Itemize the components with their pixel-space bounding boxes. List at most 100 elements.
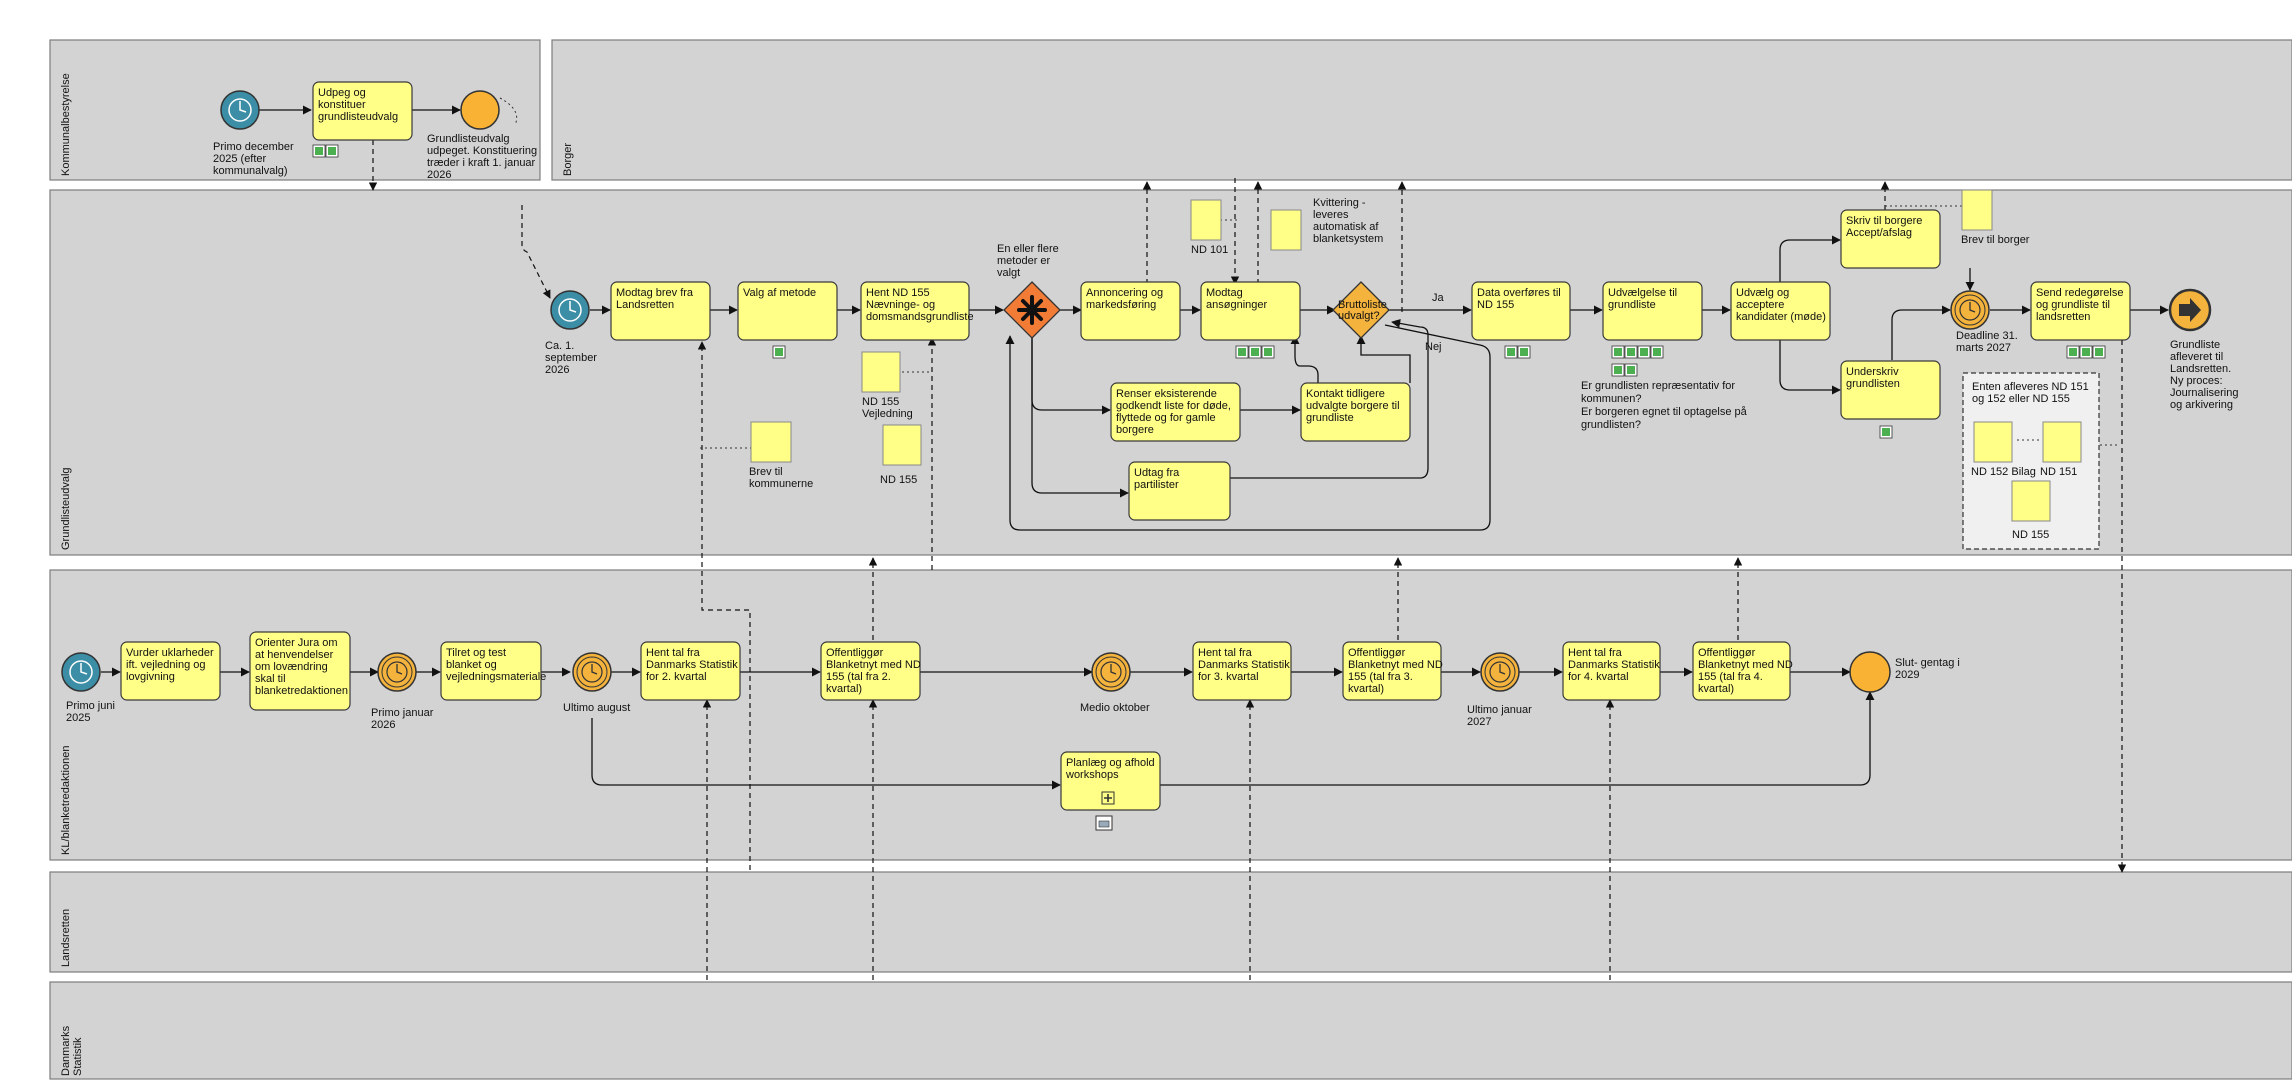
timer-start-event-primo-dec[interactable] [220,90,260,130]
data-store-icon [312,144,339,158]
timer-intermediate-event-primo-jan[interactable] [377,652,417,692]
document-nd155-group[interactable]: ND 155 [2011,480,2051,541]
event-label-medio-okt: Medio oktober [1080,702,1150,714]
end-event-slut[interactable] [1849,651,1891,693]
lane-label-grundlisteudvalg: Grundlisteudvalg [60,467,72,550]
subprocess-plus-icon [1101,791,1115,805]
exclusive-gateway-bruttoliste[interactable] [1332,281,1390,339]
document-label: ND 155 [2012,529,2049,541]
data-store-icon [1879,425,1893,439]
timer-intermediate-event-ultimo-aug[interactable] [572,652,612,692]
arrow-right-icon [2179,298,2201,322]
event-label-ultimo-aug: Ultimo august [563,702,630,714]
document-nd152[interactable]: ND 152 Bilag [1971,421,2036,478]
document-nd155[interactable]: ND 155 [880,424,922,486]
lane-label-danmarks-statistik: Danmarks Statistik [60,1023,84,1076]
flow-label-ja: Ja [1432,292,1445,304]
document-nd101[interactable]: ND 101 [1190,199,1228,256]
data-store-icon [1611,345,1664,359]
complex-gateway[interactable] [1003,281,1061,339]
form-icon [1095,815,1113,831]
document-label: ND 101 [1191,244,1228,256]
message-flows [368,140,2127,980]
data-store-icon [2066,345,2106,359]
document-nd151[interactable]: ND 151 [2040,421,2082,478]
document-label: ND 152 Bilag [1971,466,2036,478]
flow-label-nej: Nej [1425,341,1442,353]
task-valg-metode[interactable]: Valg af metode [737,281,838,341]
timer-intermediate-event-ultimo-jan[interactable] [1480,652,1520,692]
end-event-grundliste-udpeget[interactable] [460,90,500,130]
timer-start-event-primo-juni[interactable] [61,652,101,692]
asterisk-icon [1017,295,1047,325]
event-label-deadline: Deadline 31.marts 2027 [1956,330,2018,354]
end-event-grundliste-afleveret[interactable] [2168,288,2212,332]
document-brev-borger[interactable]: Brev til borger [1961,189,2030,246]
timer-start-event-ca-sept[interactable] [550,290,590,330]
data-store-icon [772,345,786,359]
lane-label-kl: KL/blanketredaktionen [60,746,72,855]
timer-intermediate-event-deadline[interactable] [1950,290,1990,330]
data-store-icon [1504,345,1531,359]
timer-intermediate-event-medio-okt[interactable] [1091,652,1131,692]
associations [499,97,2120,449]
data-store-icon [1235,345,1275,359]
sequence-flows [101,105,2169,790]
